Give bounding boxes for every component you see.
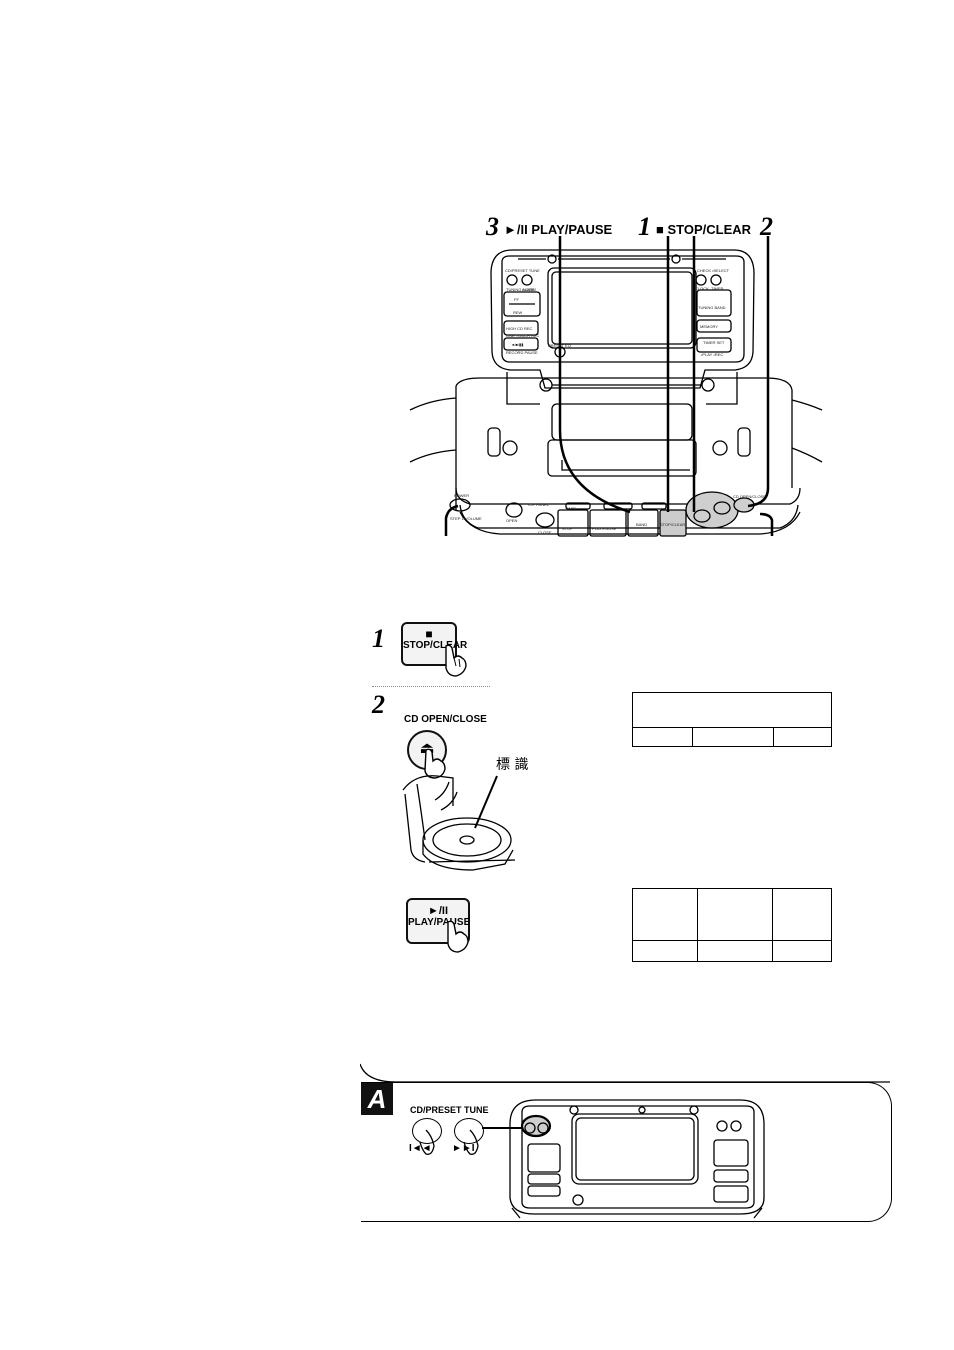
label-stop-clear: STOP/CLEAR <box>660 522 685 527</box>
finger-press-icon <box>445 644 467 677</box>
cd-tray-illustration <box>402 775 516 871</box>
step-1-number: 1 <box>372 624 385 653</box>
prev-track-button[interactable] <box>412 1118 442 1144</box>
finger-press-icon-2 <box>424 748 446 779</box>
label-rec-pause: ●/■/▮▮ <box>512 342 523 347</box>
step-2-number: 2 <box>372 690 385 719</box>
label-preset-eq: PRESET EQ <box>548 343 571 348</box>
empty-table-2 <box>631 888 833 962</box>
callout-step-3: 3 <box>486 212 499 241</box>
label-check-select: CHECK •SELECT <box>697 268 730 273</box>
finger-press-icon-3 <box>447 920 469 953</box>
callout-stop-clear: ■ STOP/CLEAR <box>656 222 752 237</box>
label-cd-open-close: CD OPEN/CLOSE <box>733 494 766 499</box>
step-divider <box>372 686 490 687</box>
label-ff: FF <box>514 297 519 302</box>
label-one-touch-rec: ONE TOUCH REC <box>506 333 540 338</box>
label-high-cd-rec: HIGH CD REC <box>506 326 533 331</box>
play-pause-label: PLAY/PAUSE <box>408 916 471 928</box>
label-marker-text: 標 識 <box>496 757 529 773</box>
cd-open-close-label: CD OPEN/CLOSE <box>404 714 487 725</box>
callout-play-pause: ►/II PLAY/PAUSE <box>504 222 613 237</box>
label-cd-preset-tune: CD/PRESET TUNE <box>505 268 540 273</box>
next-track-icon: ►►I <box>452 1143 475 1154</box>
section-a-top-curve <box>360 1063 890 1083</box>
label-tape: TAPE <box>566 506 576 511</box>
label-tuning-mode: TUNING MODE <box>506 287 535 292</box>
stop-clear-label: STOP/CLEAR <box>403 639 468 651</box>
figure-top: 3 ►/II PLAY/PAUSE 1 ■ STOP/CLEAR 2 <box>0 0 954 560</box>
label-memory: MEMORY <box>700 324 718 329</box>
label-band: BAND <box>636 522 647 527</box>
stop-icon: ■ <box>425 627 433 641</box>
section-a-tag: A <box>361 1083 393 1115</box>
label-clock: CLOCK <box>695 286 709 291</box>
label-tuning-band: TUNING BAND <box>698 305 726 310</box>
label-power: POWER <box>454 493 469 498</box>
label-alarm: ALARM <box>522 287 536 292</box>
label-open: OPEN <box>506 518 517 523</box>
label-play-pause: PLAY/PAUSE <box>592 526 617 531</box>
label-top-panel: TOP PANEL <box>527 502 550 507</box>
label-stop: STOP <box>562 526 573 531</box>
label-timer: TIMER <box>711 286 724 291</box>
label-play-rec: •PLAY •REC <box>701 352 723 357</box>
label-timer-set: TIMER SET <box>703 340 725 345</box>
section-a-panel <box>361 1082 892 1222</box>
section-a-device <box>419 1099 765 1219</box>
prev-track-icon: I◄◄ <box>409 1143 432 1154</box>
callout-step-2: 2 <box>760 212 773 241</box>
next-track-button[interactable] <box>454 1118 484 1144</box>
callout-step-1: 1 <box>638 212 651 241</box>
empty-table-1 <box>631 692 833 747</box>
label-record-pause: RECORD PAUSE <box>506 350 538 355</box>
steps-area: 1 ■ STOP/CLEAR 2 CD OPEN/CLOSE ⏏ 標 識 ►/ <box>0 600 954 1000</box>
section-a-cd-preset-tune: CD/PRESET TUNE <box>410 1105 489 1115</box>
label-close: CLOSE <box>538 530 552 535</box>
play-pause-icon: ►/II <box>427 905 449 917</box>
label-rew: REW <box>513 310 523 315</box>
device-illustration: CD/PRESET TUNE TUNING MODE ALARM FF REW … <box>409 236 823 537</box>
label-operation: STEP 1/VOLUME <box>450 516 482 521</box>
